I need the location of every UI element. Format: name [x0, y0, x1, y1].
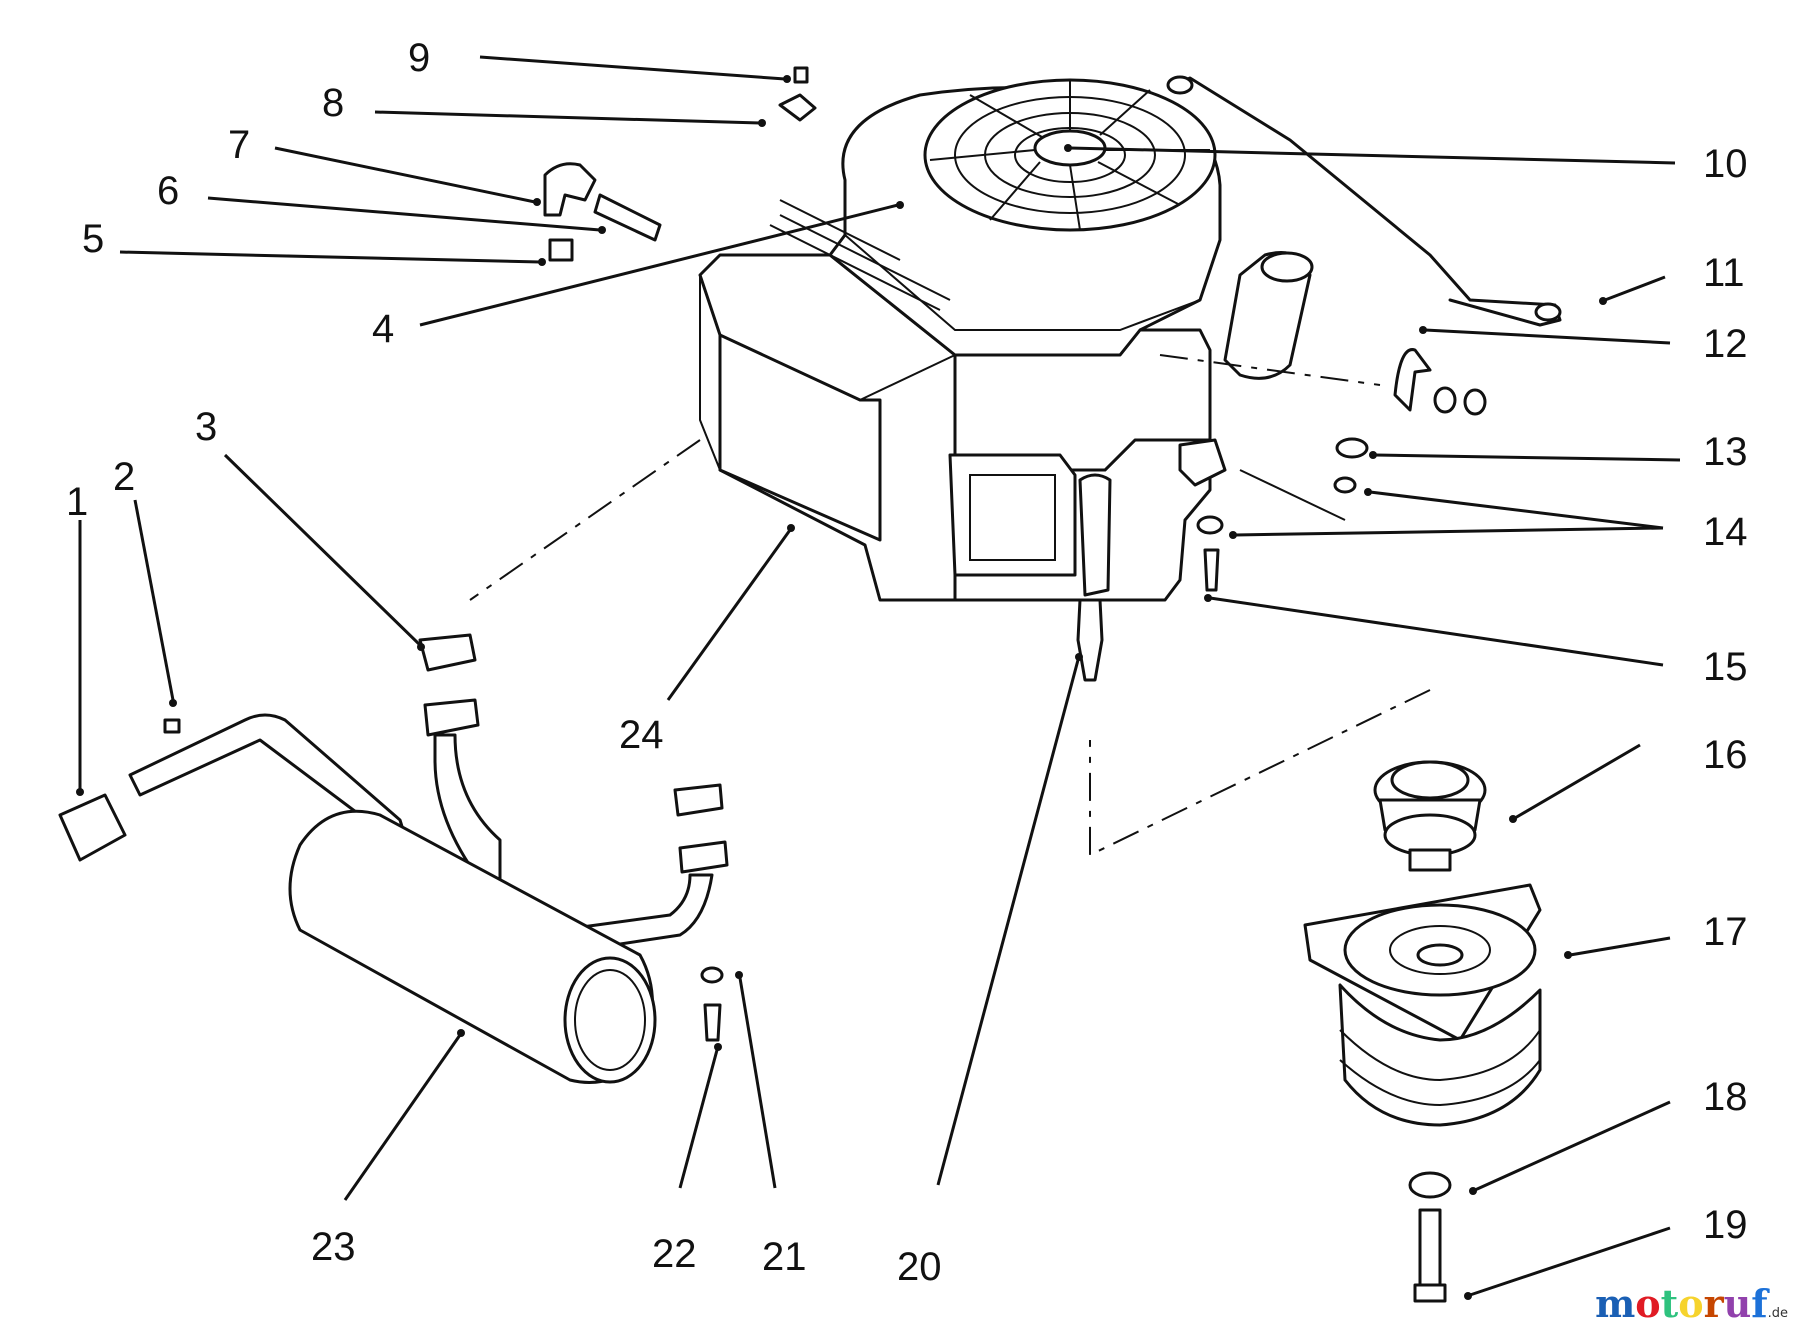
callout-2: 2 [113, 455, 135, 499]
watermark-letter: m [1595, 1281, 1636, 1326]
engine-block [469, 78, 1431, 857]
callout-13: 13 [1703, 430, 1748, 474]
exhaust-system [58, 633, 729, 1084]
callout-21: 21 [762, 1235, 807, 1279]
callout-numbers: 1 2 3 4 5 6 7 8 9 10 11 12 13 14 15 16 1… [66, 36, 1748, 1289]
callout-9: 9 [408, 36, 430, 80]
callout-4: 4 [372, 307, 394, 351]
watermark-letter: t [1660, 1281, 1679, 1326]
watermark-letter: o [1635, 1281, 1661, 1326]
spark-plug [1076, 598, 1104, 682]
callout-20: 20 [897, 1245, 942, 1289]
watermark-letter: f [1751, 1281, 1768, 1326]
callout-18: 18 [1703, 1075, 1748, 1119]
watermark-suffix: .de [1767, 1306, 1788, 1321]
watermark-letter: r [1703, 1281, 1724, 1326]
callout-10: 10 [1703, 142, 1748, 186]
callout-8: 8 [322, 81, 344, 125]
callout-15: 15 [1703, 645, 1748, 689]
callout-14: 14 [1703, 510, 1748, 554]
callout-22: 22 [652, 1232, 697, 1276]
callout-24: 24 [619, 713, 664, 757]
callout-7: 7 [228, 123, 250, 167]
callout-19: 19 [1703, 1203, 1748, 1247]
callout-3: 3 [195, 405, 217, 449]
callout-11: 11 [1703, 251, 1745, 295]
watermark-letter: o [1678, 1281, 1704, 1326]
site-watermark: motoruf.de [1595, 1281, 1788, 1326]
ground-wire [1166, 75, 1562, 327]
callout-5: 5 [82, 217, 104, 261]
fuel-fittings [543, 66, 817, 262]
watermark-letter: u [1723, 1281, 1752, 1326]
callout-23: 23 [311, 1225, 356, 1269]
callout-16: 16 [1703, 733, 1748, 777]
clip-and-washers [1196, 348, 1487, 592]
callout-1: 1 [66, 480, 88, 524]
leader-lines [76, 55, 1681, 1300]
callout-17: 17 [1703, 910, 1748, 954]
callout-12: 12 [1703, 322, 1748, 366]
callout-6: 6 [157, 169, 179, 213]
clutch-assembly [1303, 760, 1542, 1303]
